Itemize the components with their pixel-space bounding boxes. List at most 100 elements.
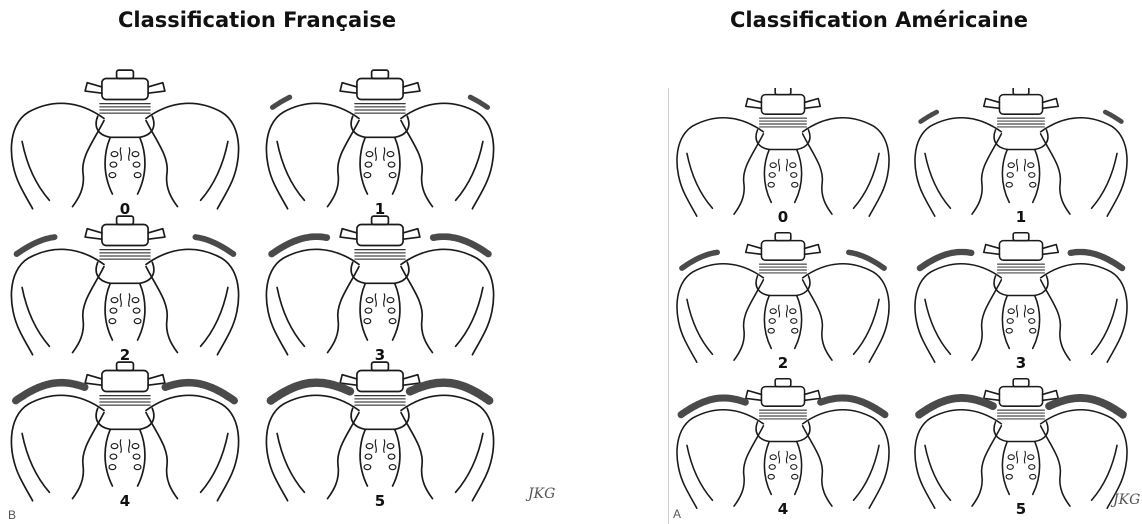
left-sacroiliac-line (972, 134, 1001, 214)
american-pelvis-grade-3 (915, 233, 1127, 362)
american-signature: JKG (1110, 492, 1140, 508)
vertebra-body (102, 79, 148, 100)
sacrum-body (105, 137, 145, 194)
vertebra-body (761, 95, 804, 115)
sacral-foramen (1030, 474, 1036, 479)
sacral-foramen (387, 298, 394, 303)
right-wing-inner-line (201, 142, 228, 201)
left-wing-inner-line (22, 142, 49, 201)
sacrum-top (351, 116, 409, 137)
sacral-foramen (1008, 163, 1014, 168)
left-wing-inner-line (925, 445, 950, 500)
sacral-foramen (387, 444, 394, 449)
sacral-foramen (1030, 182, 1036, 187)
sacral-foramen (366, 152, 373, 157)
sacral-foramen (132, 152, 139, 157)
sacral-foramen (134, 465, 141, 470)
american-pelvis-grade-1 (915, 88, 1127, 216)
sacral-foramen (132, 298, 139, 303)
sacral-foramen (791, 319, 797, 324)
sacral-foramen (769, 319, 775, 324)
left-sacroiliac-line (73, 121, 105, 207)
right-sacroiliac-line (1041, 280, 1070, 360)
right-wing-inner-line (201, 434, 228, 493)
french-pelvis-grade-3 (266, 216, 493, 355)
sacrum-body (1002, 441, 1039, 494)
left-transverse-process (746, 245, 762, 255)
sacrum-body (764, 441, 801, 494)
sacrum-body (764, 149, 801, 202)
sacral-foramen (1007, 319, 1013, 324)
french-corner-letter: B (8, 508, 16, 522)
left-wing-inner-line (22, 434, 49, 493)
right-transverse-process (805, 391, 821, 401)
spinous-process (775, 379, 791, 387)
sacral-crest (375, 440, 385, 453)
vertebra-body (357, 371, 403, 392)
sacrum-body (360, 137, 400, 194)
sacral-foramen (1029, 173, 1035, 178)
sacral-crest (120, 148, 130, 161)
left-transverse-process (340, 229, 357, 240)
sacral-foramen (1006, 328, 1012, 333)
spinous-process (1013, 233, 1029, 241)
sacral-foramen (792, 474, 798, 479)
sacral-foramen (134, 173, 141, 178)
sacral-foramen (1007, 465, 1013, 470)
sacrum-body (764, 295, 801, 348)
american-pelvis-grade-2 (677, 233, 889, 362)
sacral-crest (375, 294, 385, 307)
sacrum-body (1002, 295, 1039, 348)
sacral-foramen (365, 454, 372, 459)
right-wing-inner-line (854, 299, 879, 354)
vertebra-body (357, 225, 403, 246)
left-crest-ossification (681, 398, 745, 415)
sacral-foramen (364, 465, 371, 470)
left-transverse-process (984, 245, 1000, 255)
sacral-foramen (1006, 182, 1012, 187)
sacrum-top (351, 408, 409, 429)
left-transverse-process (85, 375, 102, 386)
sacral-foramen (109, 465, 116, 470)
sacrum-top (96, 408, 154, 429)
left-sacroiliac-line (734, 134, 763, 214)
right-sacroiliac-line (401, 413, 433, 499)
sacral-foramen (389, 173, 396, 178)
right-sacroiliac-line (146, 267, 178, 353)
left-sacroiliac-line (734, 280, 763, 360)
right-crest-ossification (470, 97, 487, 107)
sacral-foramen (1008, 309, 1014, 314)
sacral-foramen (770, 309, 776, 314)
vertebra-body (999, 387, 1042, 407)
vertebra-body (761, 387, 804, 407)
sacral-foramen (1006, 474, 1012, 479)
left-sacroiliac-line (328, 121, 360, 207)
sacral-foramen (1029, 319, 1035, 324)
american-grade-label: 4 (778, 500, 788, 518)
right-sacroiliac-line (401, 267, 433, 353)
american-grade-label: 2 (778, 354, 788, 372)
sacral-foramen (366, 298, 373, 303)
sacral-foramen (132, 444, 139, 449)
right-wing-inner-line (456, 434, 483, 493)
sacral-foramen (109, 173, 116, 178)
left-sacroiliac-line (73, 413, 105, 499)
american-grade-label: 1 (1016, 208, 1026, 226)
sacral-foramen (133, 454, 140, 459)
left-transverse-process (984, 99, 1000, 109)
left-transverse-process (85, 83, 102, 93)
right-wing-inner-line (201, 288, 228, 347)
sacral-foramen (110, 308, 117, 313)
sacrum-top (756, 422, 810, 442)
right-transverse-process (403, 229, 420, 240)
right-transverse-process (148, 83, 165, 93)
left-wing-inner-line (277, 288, 304, 347)
right-transverse-process (403, 375, 420, 386)
sacral-foramen (389, 319, 396, 324)
right-wing-inner-line (1092, 153, 1117, 208)
sacral-foramen (133, 162, 140, 167)
sacrum-body (360, 283, 400, 340)
sacral-foramen (388, 454, 395, 459)
right-transverse-process (805, 245, 821, 255)
right-sacroiliac-line (1041, 134, 1070, 214)
